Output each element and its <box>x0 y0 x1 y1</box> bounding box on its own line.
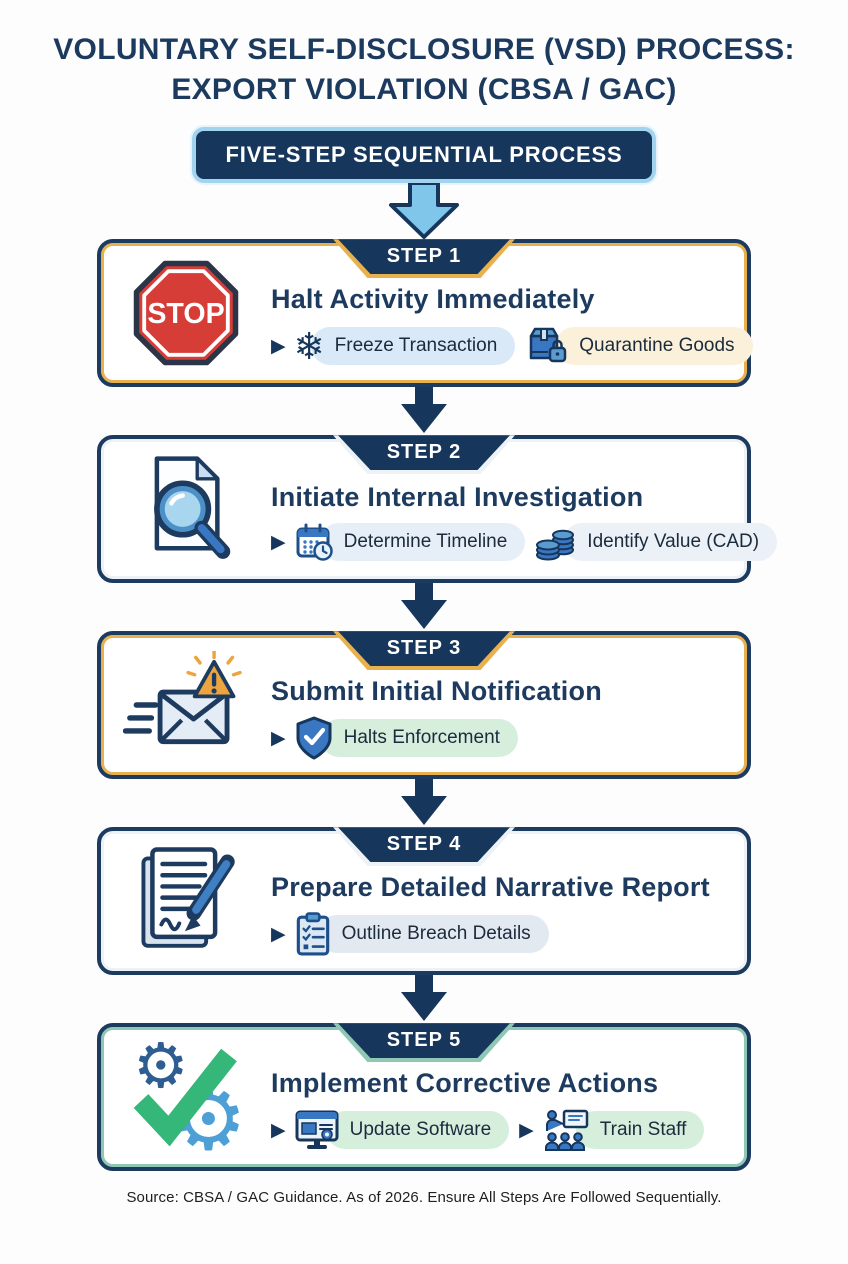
step-4-item-1-pill: Outline Breach Details <box>317 915 549 954</box>
calendar-clock-icon <box>294 522 334 562</box>
step-3-tab-label: STEP 3 <box>386 637 462 660</box>
step-1-item-2-pill: Quarantine Goods <box>555 327 753 366</box>
step-5-item-1: Update Software <box>294 1109 510 1151</box>
step-2-tab: STEP 2 <box>333 435 515 475</box>
step-3-item-1-pill: Halts Enforcement <box>319 719 518 758</box>
step-5-tab: STEP 5 <box>333 1023 515 1063</box>
train-staff-icon <box>542 1108 590 1152</box>
step-2-item-2-pill: Identify Value (CAD) <box>563 523 778 562</box>
process-banner-label: FIVE-STEP SEQUENTIAL PROCESS <box>225 142 623 168</box>
stop-sign-icon: STOP <box>101 258 271 368</box>
gears-check-icon: ⚙ ⚙ <box>101 1035 271 1164</box>
step-4-item-1: Outline Breach Details <box>294 912 549 956</box>
stop-sign-text: STOP <box>147 298 224 330</box>
step-2-title: Initiate Internal Investigation <box>271 482 644 513</box>
step-card-4: STEP 4 <box>97 827 751 976</box>
step-2-item-2: Identify Value (CAD) <box>535 522 778 562</box>
step-1-title: Halt Activity Immediately <box>271 284 595 315</box>
process-banner: FIVE-STEP SEQUENTIAL PROCESS <box>191 127 657 184</box>
snowflake-icon: ❄ <box>293 324 325 368</box>
step-3-item-1: Halts Enforcement <box>294 716 518 760</box>
step-2-item-1-pill: Determine Timeline <box>319 523 526 562</box>
arrow-marker-icon: ▶ <box>271 334 286 357</box>
step-card-1: STEP 1 STOP Halt Activity Immediately ▶ <box>97 239 753 388</box>
page-title-line2: EXPORT VIOLATION (CBSA / GAC) <box>171 72 677 106</box>
clipboard-checklist-icon <box>294 912 332 956</box>
arrow-marker-icon: ▶ <box>271 1118 286 1141</box>
shield-check-icon <box>294 716 334 760</box>
step-1-tab-label: STEP 1 <box>386 245 462 268</box>
page-title-line1: VOLUNTARY SELF-DISCLOSURE (VSD) PROCESS: <box>53 33 795 66</box>
step-3-title: Submit Initial Notification <box>271 676 602 707</box>
step-5-item-2-pill: Train Staff <box>575 1111 705 1150</box>
flow-arrow-blue-icon <box>0 183 848 240</box>
step-5-item-1-pill: Update Software <box>325 1111 510 1150</box>
step-card-2: STEP 2 Initiate Internal Investigati <box>97 435 778 584</box>
step-5-title: Implement Corrective Actions <box>271 1068 659 1099</box>
step-5-tab-label: STEP 5 <box>386 1029 462 1052</box>
flow-arrow-navy-icon <box>97 387 751 435</box>
arrow-marker-icon: ▶ <box>271 922 286 945</box>
step-1-item-1-pill: Freeze Transaction <box>310 327 516 366</box>
step-2-tab-label: STEP 2 <box>386 441 462 464</box>
checkmark-icon <box>133 1048 237 1147</box>
flow-arrow-navy-icon <box>97 779 751 827</box>
arrow-marker-icon: ▶ <box>271 726 286 749</box>
document-magnifier-icon <box>101 453 271 565</box>
software-monitor-icon <box>294 1109 340 1151</box>
envelope-warning-icon <box>101 651 271 759</box>
step-4-title: Prepare Detailed Narrative Report <box>271 872 710 903</box>
arrow-marker-icon: ▶ <box>271 530 286 553</box>
step-5-item-2: Train Staff <box>542 1108 705 1152</box>
flow-arrow-navy-icon <box>97 975 751 1023</box>
gear-icon: ⚙ <box>133 1029 189 1103</box>
page-title: VOLUNTARY SELF-DISCLOSURE (VSD) PROCESS:… <box>0 30 848 109</box>
flow-arrow-navy-icon <box>97 583 751 631</box>
report-pen-icon <box>101 845 271 957</box>
step-4-tab: STEP 4 <box>333 827 515 867</box>
package-lock-icon <box>525 324 569 368</box>
step-1-item-1: ❄ Freeze Transaction <box>293 324 516 368</box>
arrow-marker-icon: ▶ <box>519 1118 534 1141</box>
step-1-tab: STEP 1 <box>333 239 515 279</box>
step-1-item-2: Quarantine Goods <box>525 324 753 368</box>
step-4-tab-label: STEP 4 <box>386 833 462 856</box>
coins-icon <box>535 522 577 562</box>
step-card-5: STEP 5 ⚙ ⚙ Implement Corrective Actions <box>97 1023 751 1172</box>
step-card-3: STEP 3 <box>97 631 751 780</box>
source-footer: Source: CBSA / GAC Guidance. As of 2026.… <box>126 1189 722 1207</box>
step-3-tab: STEP 3 <box>333 631 515 671</box>
step-2-item-1: Determine Timeline <box>294 522 526 562</box>
